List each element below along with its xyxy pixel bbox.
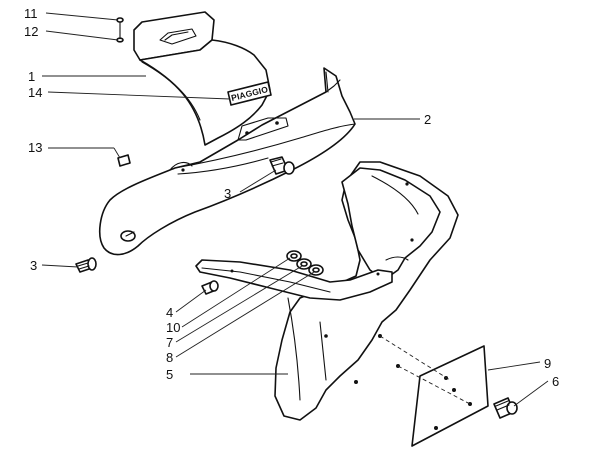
part-6-bolt bbox=[493, 397, 518, 419]
part-2-leg-shield bbox=[98, 67, 356, 256]
callout-1: 1 bbox=[28, 69, 35, 84]
part-14-piaggio-badge: PIAGGIO bbox=[227, 81, 272, 106]
part-5-rear-shield bbox=[195, 161, 459, 421]
callout-11: 11 bbox=[24, 6, 38, 21]
callout-8: 8 bbox=[166, 350, 173, 365]
part-11-12-screw-washer bbox=[116, 17, 124, 43]
callout-13: 13 bbox=[28, 140, 42, 155]
callout-labels: 11 12 1 14 13 2 3 3 4 10 7 8 5 9 6 bbox=[24, 6, 559, 389]
part-13-clip bbox=[117, 154, 131, 167]
part-3-bolt-lower bbox=[75, 257, 97, 273]
callout-10: 10 bbox=[166, 320, 180, 335]
callout-4: 4 bbox=[166, 305, 173, 320]
callout-3-upper: 3 bbox=[224, 186, 231, 201]
part-9-plate bbox=[411, 345, 489, 447]
callout-5: 5 bbox=[166, 367, 173, 382]
callout-12: 12 bbox=[24, 24, 38, 39]
callout-6: 6 bbox=[552, 374, 559, 389]
callout-2: 2 bbox=[424, 112, 431, 127]
part-1-upper-cover bbox=[133, 11, 271, 146]
callout-14: 14 bbox=[28, 85, 42, 100]
callout-7: 7 bbox=[166, 335, 173, 350]
leader-lines bbox=[41, 12, 549, 407]
part-3-bolt-upper bbox=[269, 156, 295, 175]
callout-9: 9 bbox=[544, 356, 551, 371]
callout-3-lower: 3 bbox=[30, 258, 37, 273]
part-4-screw bbox=[201, 280, 219, 295]
